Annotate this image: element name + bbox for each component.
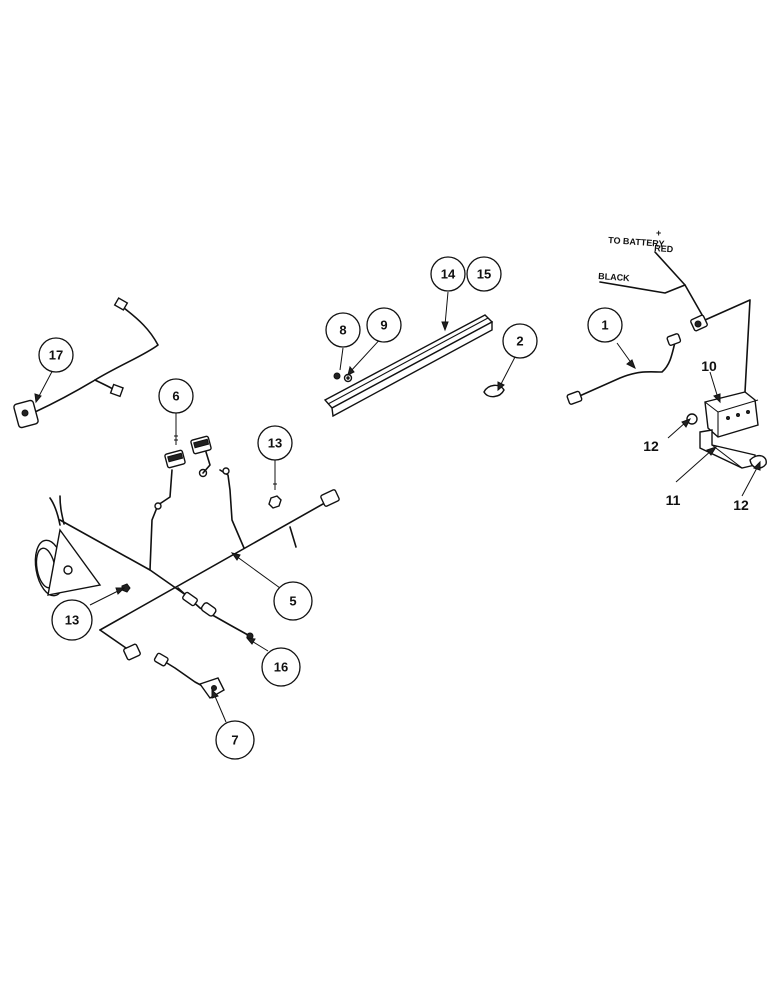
part-12-screw-b [749,454,767,469]
part-6-connector-right [190,435,212,455]
battery-leads [599,251,751,393]
part-1-harness [566,333,682,405]
callout-9-label: 9 [380,318,387,333]
part-5-main-harness [59,451,340,661]
callout-8: 8 [325,312,361,348]
callout-11-label: 11 [666,492,681,508]
callout-13-upper-label: 13 [268,436,282,451]
label-plus: + [656,228,661,238]
callout-2: 2 [502,323,538,359]
callout-16: 16 [261,647,301,687]
label-red: RED [654,243,674,254]
label-black: BLACK [598,271,631,283]
callout-17-label: 17 [49,348,63,363]
part-12-screw-a [686,413,698,425]
callout-13-lower-label: 13 [65,613,79,628]
motor-assembly [34,495,102,597]
part-17-sensor [13,297,159,429]
callout-1: 1 [587,307,623,343]
callout-14: 14 [430,256,466,292]
part-7-sensor-cable [153,652,225,699]
callout-7: 7 [215,720,255,760]
callout-10-label: 10 [701,358,717,374]
callout-12b-label: 12 [733,497,749,513]
leader-lines [34,291,761,723]
callout-16-label: 16 [274,660,288,675]
callout-15-label: 15 [477,267,491,282]
part-10-control-box [704,391,759,438]
part-6-connector-left [164,449,186,469]
callout-2-label: 2 [516,334,523,349]
callout-9: 9 [366,307,402,343]
callout-13-upper: 13 [257,425,293,461]
callout-5-label: 5 [289,594,296,609]
callout-7-label: 7 [231,733,238,748]
part-8-screw [333,372,341,380]
label-to-battery: TO BATTERY [608,235,665,249]
part-13-nut-upper [268,495,282,509]
part-11-bracket [699,429,756,469]
callout-5: 5 [273,581,313,621]
callout-6-label: 6 [172,389,179,404]
callout-17: 17 [38,337,74,373]
callout-14-label: 14 [441,267,456,282]
callout-6: 6 [158,378,194,414]
callout-8-label: 8 [339,323,346,338]
callout-1-label: 1 [601,318,608,333]
callout-13-lower: 13 [51,599,93,641]
part-14-15-channel [323,314,494,418]
callout-12a-label: 12 [643,438,659,454]
callout-15: 15 [466,256,502,292]
